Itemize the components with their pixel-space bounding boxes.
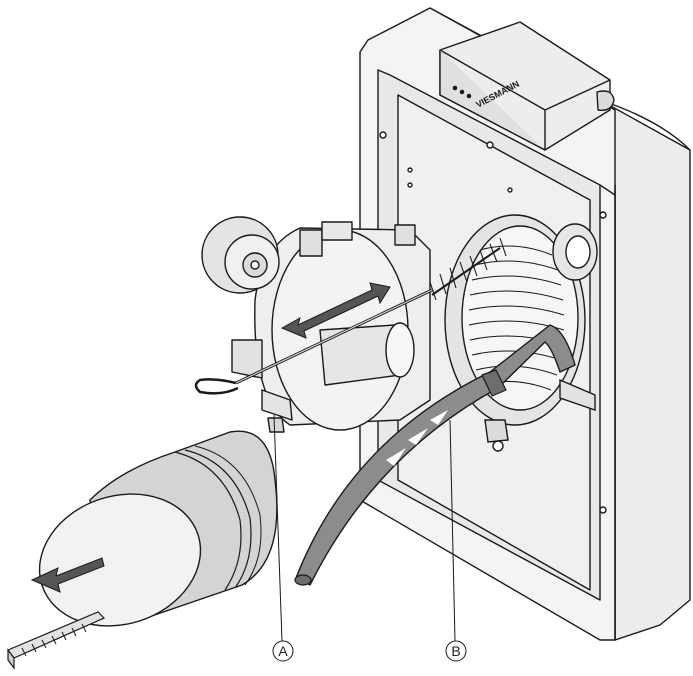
flue-cylinder — [38, 430, 278, 627]
callout-a-circle — [272, 640, 294, 662]
callout-a: A — [272, 414, 294, 662]
callout-a-label: A — [278, 643, 288, 659]
insertion-tool — [7, 611, 106, 670]
arrow-left-icon — [30, 557, 105, 593]
callout-b-circle — [445, 640, 467, 662]
hose-markings — [386, 410, 448, 466]
cleaning-brush — [194, 237, 507, 395]
control-box: VIESMANN — [439, 21, 615, 151]
fan-motor — [201, 216, 280, 294]
burner-assembly — [201, 216, 431, 433]
callout-b: B — [445, 419, 467, 662]
brush-bristles — [429, 237, 507, 301]
cleaning-hose — [294, 324, 576, 586]
callout-b-label: B — [451, 643, 460, 659]
double-arrow-icon — [280, 282, 391, 339]
combustion-chamber — [444, 214, 598, 452]
